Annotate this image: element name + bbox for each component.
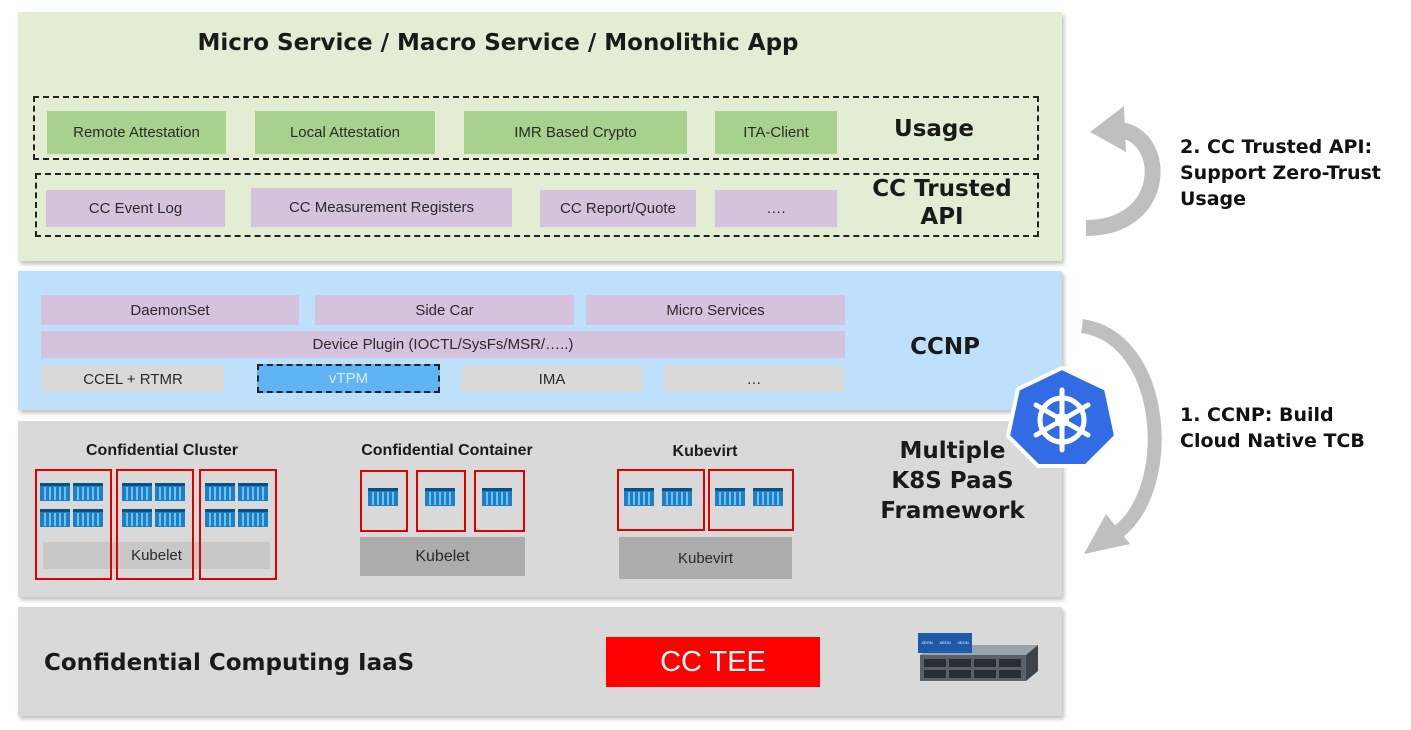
container-icon xyxy=(715,487,745,507)
server-tag-1: XEON xyxy=(921,640,933,645)
container-icon xyxy=(482,487,512,507)
container-title: Confidential Container xyxy=(361,442,533,459)
server-icon: XEON XEON XEON xyxy=(916,633,1040,683)
ccnp-label: CCNP xyxy=(910,334,980,360)
note2-line1: 2. CC Trusted API: xyxy=(1180,136,1373,158)
container-kubelet: Kubelet xyxy=(360,537,525,576)
api-label: CC Trusted API xyxy=(872,176,1012,230)
iaas-layer xyxy=(18,607,1062,716)
container-icon xyxy=(624,487,654,507)
kubevirt-node-2 xyxy=(708,469,794,531)
container-icon xyxy=(205,482,235,502)
note2-line3: Usage xyxy=(1180,188,1247,211)
api-cc-report-quote: CC Report/Quote xyxy=(540,190,696,227)
kubevirt-base: Kubevirt xyxy=(619,537,792,579)
container-icon xyxy=(238,482,268,502)
ccnp-device-plugin: Device Plugin (IOCTL/SysFs/MSR/…..) xyxy=(41,331,845,358)
note2-line2: Support Zero-Trust xyxy=(1180,162,1381,185)
container-icon xyxy=(40,508,70,528)
ccnp-ccel-rtmr: CCEL + RTMR xyxy=(42,366,224,392)
note1-line1: 1. CCNP: Build xyxy=(1180,404,1334,426)
container-icon xyxy=(753,487,783,507)
container-icon xyxy=(205,508,235,528)
container-icon xyxy=(73,482,103,502)
app-layer-title: Micro Service / Macro Service / Monolith… xyxy=(197,30,799,56)
kubevirt-title: Kubevirt xyxy=(672,443,738,460)
container-icon xyxy=(122,508,152,528)
server-tag-2: XEON xyxy=(939,640,951,645)
ccnp-side-car: Side Car xyxy=(315,295,574,325)
ccnp-daemonset: DaemonSet xyxy=(41,295,299,325)
cluster-node-1 xyxy=(35,469,112,580)
api-cc-event-log: CC Event Log xyxy=(46,190,225,227)
container-icon xyxy=(122,482,152,502)
kubernetes-icon xyxy=(1004,365,1120,468)
ccnp-micro-services: Micro Services xyxy=(586,295,845,325)
note1-line2: Cloud Native TCB xyxy=(1180,430,1365,453)
usage-ita-client: ITA-Client xyxy=(715,111,837,154)
usage-remote-attestation: Remote Attestation xyxy=(47,111,226,154)
container-node-1 xyxy=(360,470,408,532)
note-ccnp: 1. CCNP: Build Cloud Native TCB xyxy=(1180,402,1365,454)
k8s-label: Multiple K8S PaaS Framework xyxy=(860,437,1045,527)
cluster-kubelet: Kubelet xyxy=(43,542,270,569)
usage-group xyxy=(33,96,1039,160)
cluster-title: Confidential Cluster xyxy=(85,442,238,459)
kubevirt-node-1 xyxy=(617,469,705,531)
container-node-3 xyxy=(474,470,525,532)
curved-arrow-icon xyxy=(1078,104,1168,240)
ccnp-vtpm: vTPM xyxy=(257,364,440,393)
container-icon xyxy=(73,508,103,528)
container-icon xyxy=(425,487,455,507)
usage-label: Usage xyxy=(894,116,974,142)
cc-tee-box: CC TEE xyxy=(606,637,820,687)
container-icon xyxy=(238,508,268,528)
ccnp-more: … xyxy=(664,366,844,392)
api-cc-measurement-registers: CC Measurement Registers xyxy=(251,188,512,227)
container-icon xyxy=(155,482,185,502)
container-node-2 xyxy=(416,470,466,532)
server-tag-3: XEON xyxy=(957,640,969,645)
container-icon xyxy=(662,487,692,507)
container-icon xyxy=(155,508,185,528)
api-group xyxy=(35,173,1039,237)
usage-imr-based-crypto: IMR Based Crypto xyxy=(464,111,687,154)
api-more: …. xyxy=(715,190,837,227)
container-icon xyxy=(368,487,398,507)
k8s-label-text: Multiple K8S PaaS Framework xyxy=(880,438,1025,524)
container-icon xyxy=(40,482,70,502)
cluster-node-2 xyxy=(116,469,194,580)
ccnp-ima: IMA xyxy=(462,366,642,392)
curved-arrow-icon-2 xyxy=(1078,318,1174,562)
usage-local-attestation: Local Attestation xyxy=(255,111,435,154)
note-cc-trusted-api: 2. CC Trusted API: Support Zero-Trust Us… xyxy=(1180,134,1381,213)
iaas-label: Confidential Computing IaaS xyxy=(44,650,415,676)
cluster-node-3 xyxy=(199,469,277,580)
